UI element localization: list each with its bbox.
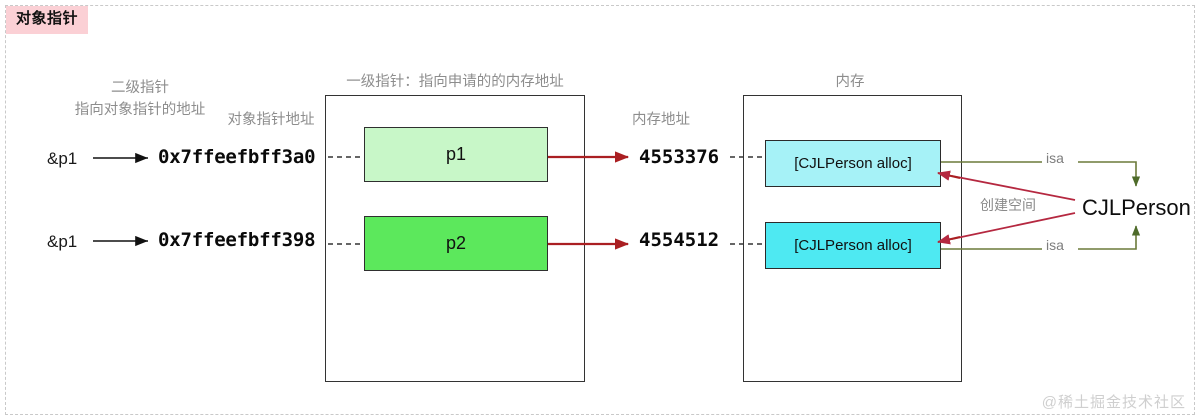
- memory-address-row-1: 4553376: [639, 146, 720, 168]
- primary-pointer-container: [325, 95, 585, 382]
- caption-secondary-pointer-line2: 指向对象指针的地址: [74, 102, 206, 118]
- pointer-label-row-2: &p1: [47, 232, 78, 251]
- caption-memory-address: 内存地址: [632, 112, 690, 128]
- caption-object-pointer-address: 对象指针地址: [227, 112, 315, 128]
- title-badge: 对象指针: [6, 6, 89, 34]
- memory-cell-row-1-label: [CJLPerson alloc]: [794, 155, 912, 172]
- isa-label-row-2: isa: [1043, 236, 1067, 254]
- memory-cell-row-2-label: [CJLPerson alloc]: [794, 237, 912, 254]
- pointer-cell-p1-label: p1: [445, 144, 467, 164]
- caption-secondary-pointer-line1: 二级指针: [111, 80, 169, 96]
- memory-cell-row-1[interactable]: [CJLPerson alloc]: [765, 140, 941, 187]
- isa-wire-row-2-right: [1078, 225, 1141, 250]
- pointer-cell-p2-label: p2: [445, 233, 467, 253]
- pointer-address-row-2: 0x7ffeefbff398: [158, 229, 316, 251]
- caption-memory: 内存: [835, 74, 865, 90]
- memory-address-row-2: 4554512: [639, 229, 720, 251]
- alloc-space-label: 创建空间: [977, 196, 1039, 214]
- isa-label-row-1: isa: [1043, 149, 1067, 167]
- isa-wire-row-1-right: [1078, 161, 1141, 187]
- watermark: @稀土掘金技术社区: [1041, 394, 1186, 411]
- class-name-label: CJLPerson: [1082, 195, 1191, 220]
- pointer-cell-p2[interactable]: p2: [364, 216, 548, 271]
- caption-primary-pointer: 一级指针：指向申请的的内存地址: [346, 74, 564, 90]
- pointer-label-row-1: &p1: [47, 149, 78, 168]
- pointer-address-row-1: 0x7ffeefbff3a0: [158, 146, 316, 168]
- pointer-cell-p1[interactable]: p1: [364, 127, 548, 182]
- memory-cell-row-2[interactable]: [CJLPerson alloc]: [765, 222, 941, 269]
